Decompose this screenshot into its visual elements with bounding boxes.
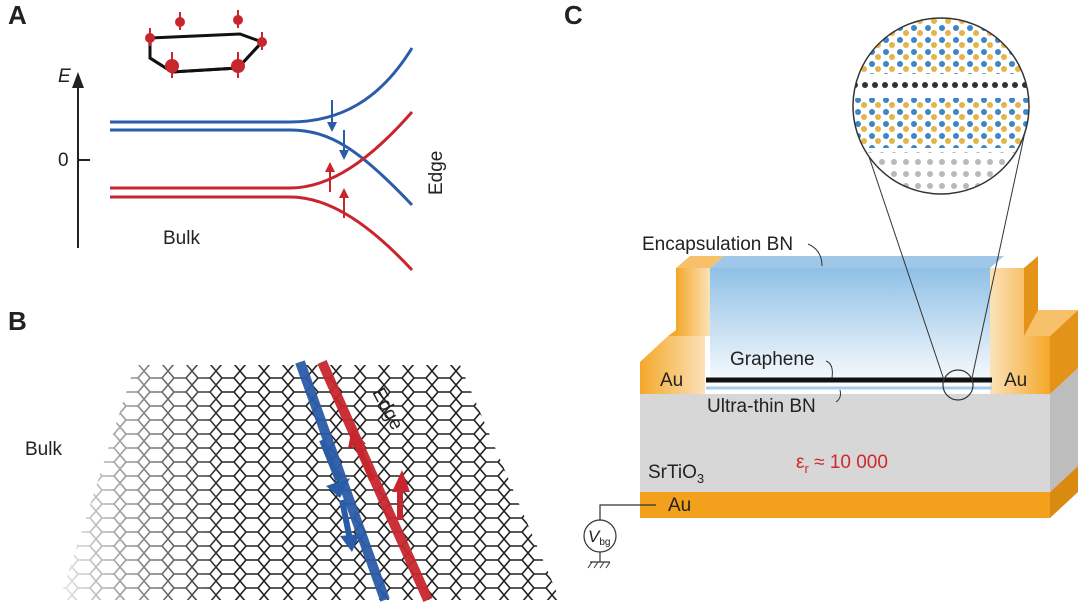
panel-b-letter: B <box>8 306 27 336</box>
axis-arrow-icon <box>72 72 84 88</box>
panel-c: C <box>564 0 1078 569</box>
panel-c-letter: C <box>564 0 583 30</box>
axis-label-e: E <box>58 66 71 87</box>
encapsulation-bn-label: Encapsulation BN <box>642 234 793 255</box>
band-spin-arrows <box>325 100 349 218</box>
edge-states <box>295 359 433 603</box>
panel-b: B Bulk Edge <box>8 306 560 603</box>
graphene-sheet <box>60 365 560 600</box>
magnifier <box>852 17 1030 401</box>
spin-down-bands <box>110 47 414 207</box>
au-right-label: Au <box>1004 370 1027 391</box>
atomic-stack-inset <box>853 18 1029 194</box>
panel-a-letter: A <box>8 0 27 30</box>
panel-a: A E 0 <box>8 0 447 272</box>
leader-lines <box>807 243 841 403</box>
au-left-label: Au <box>660 370 683 391</box>
gate-voltage-symbol: Vbg <box>583 504 656 569</box>
substrate-block <box>640 368 1078 492</box>
spin-arrows <box>145 10 267 78</box>
ultrathin-bn-label: Ultra-thin BN <box>707 396 816 417</box>
zero-label: 0 <box>58 150 69 171</box>
gate-label: Vbg <box>588 527 610 548</box>
au-electrodes <box>640 256 1078 394</box>
edge-label-a: Edge <box>426 151 447 195</box>
bottom-au-layer <box>640 466 1078 518</box>
hexagon-ring <box>145 10 267 78</box>
bn-encapsulation <box>710 256 1004 390</box>
au-bottom-label: Au <box>668 495 691 516</box>
bulk-label-a: Bulk <box>163 228 200 249</box>
graphene-label: Graphene <box>730 349 815 370</box>
bulk-label-b: Bulk <box>25 439 62 460</box>
spin-up-bands <box>110 111 414 272</box>
permittivity-label: εr ≈ 10 000 <box>796 452 888 476</box>
substrate-label: SrTiO3 <box>648 462 704 486</box>
